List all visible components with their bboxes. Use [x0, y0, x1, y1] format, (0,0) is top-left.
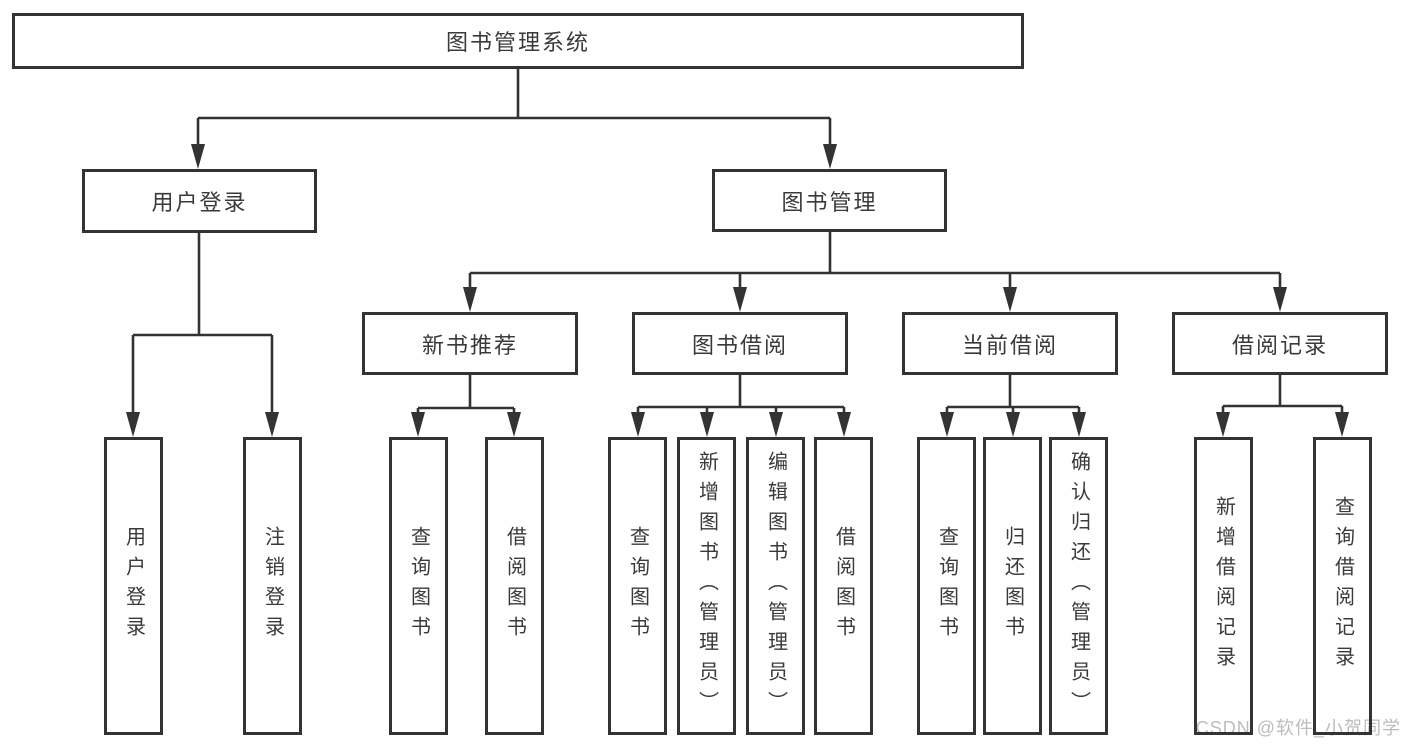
node-user-login: 用户登录	[82, 169, 317, 233]
leaf-borrow-books: 借阅图书	[814, 437, 873, 735]
leaf-borrow-books-recommend: 借阅图书	[485, 437, 544, 735]
leaf-query-books-borrowing: 查询图书	[608, 437, 667, 735]
node-label: 查询图书	[407, 526, 430, 646]
node-label: 图书借阅	[691, 332, 788, 358]
node-label: 图书管理	[781, 189, 878, 215]
node-library-management-system: 图书管理系统	[12, 13, 1024, 69]
node-label: 确认归还（管理员）	[1067, 451, 1090, 721]
node-label: 用户登录	[122, 526, 145, 646]
leaf-add-books-admin: 新增图书（管理员）	[677, 437, 736, 735]
node-label: 查询借阅记录	[1331, 496, 1354, 676]
node-label: 查询图书	[626, 526, 649, 646]
node-current-borrowing: 当前借阅	[902, 312, 1118, 375]
leaf-confirm-return-admin: 确认归还（管理员）	[1049, 437, 1108, 735]
connector-borrow-record-to-children	[1221, 375, 1344, 417]
csdn-watermark: CSDN @软件_小贺同学	[1195, 718, 1401, 738]
connector-new-book-to-children	[416, 375, 516, 417]
node-label: 当前借阅	[961, 332, 1058, 358]
leaf-query-borrow-record: 查询借阅记录	[1313, 437, 1372, 735]
node-label: 编辑图书（管理员）	[764, 451, 787, 721]
node-label: 用户登录	[151, 190, 248, 215]
leaf-query-books-recommend: 查询图书	[389, 437, 448, 735]
node-label: 借阅图书	[832, 526, 855, 646]
leaf-return-books: 归还图书	[983, 437, 1042, 735]
node-label: 借阅图书	[503, 526, 526, 646]
leaf-logout: 注销登录	[243, 437, 302, 735]
node-label: 新增图书（管理员）	[695, 451, 718, 721]
node-book-borrowing: 图书借阅	[632, 312, 848, 375]
node-label: 借阅记录	[1231, 332, 1328, 358]
node-label: 图书管理系统	[445, 30, 590, 55]
connector-book-mgmt-to-level3	[468, 232, 1282, 291]
leaf-add-borrow-record: 新增借阅记录	[1194, 437, 1253, 735]
node-borrowing-records: 借阅记录	[1172, 312, 1388, 375]
node-label: 归还图书	[1001, 526, 1024, 646]
arrowheads	[126, 144, 1349, 437]
leaf-query-books-current: 查询图书	[917, 437, 976, 735]
connector-user-login-to-children	[131, 233, 274, 416]
node-new-book-recommend: 新书推荐	[362, 312, 578, 375]
node-book-management: 图书管理	[712, 169, 947, 232]
node-label: 查询图书	[935, 526, 958, 646]
leaf-edit-books-admin: 编辑图书（管理员）	[746, 437, 805, 735]
node-label: 注销登录	[261, 526, 284, 646]
connector-root-to-level2	[196, 69, 832, 148]
node-label: 新增借阅记录	[1212, 496, 1235, 676]
connector-book-borrow-to-children	[636, 375, 846, 417]
node-label: 新书推荐	[421, 332, 518, 358]
connector-current-borrow-to-children	[945, 375, 1081, 417]
leaf-user-login: 用户登录	[104, 437, 163, 735]
